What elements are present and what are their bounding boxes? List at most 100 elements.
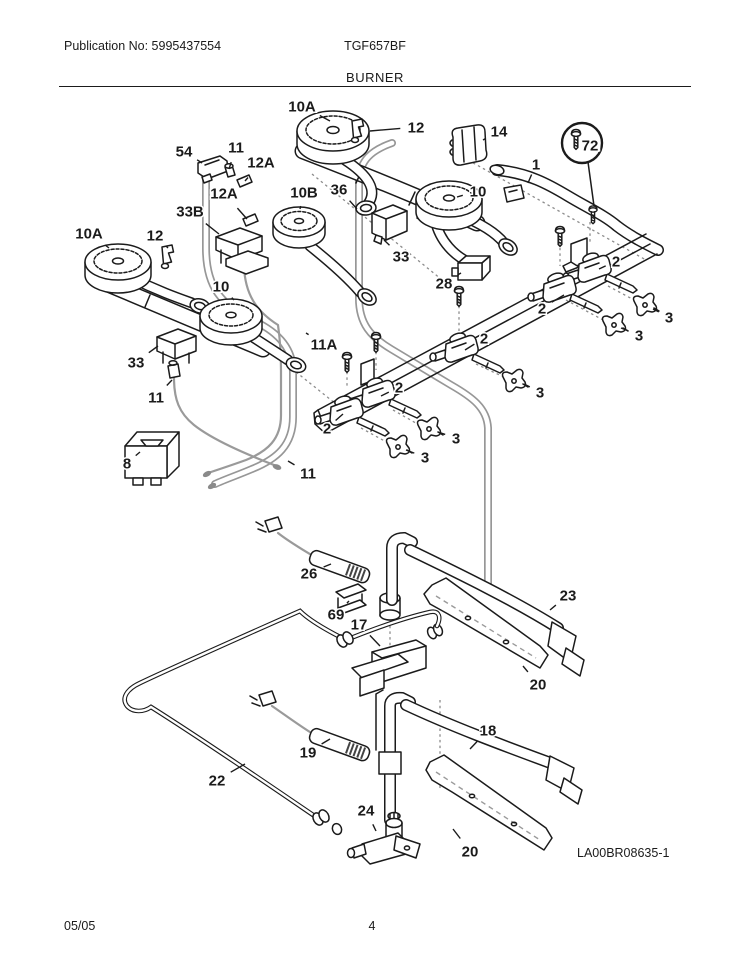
leader-line-3: [523, 383, 531, 388]
leader-line-54: [196, 159, 203, 164]
burner-baffle-20-upper: [423, 577, 549, 669]
part-label-1: 1: [532, 157, 540, 174]
oven-tube-18: [375, 689, 583, 826]
leader-line-33: [383, 239, 390, 246]
leader-line-2: [598, 265, 606, 270]
leader-line-11: [166, 379, 173, 386]
header-rule: [59, 86, 691, 87]
leader-line-8: [135, 451, 141, 457]
part-label-22: 22: [209, 773, 226, 790]
part-label-10: 10: [213, 279, 230, 296]
oven-valve-17: [351, 592, 444, 697]
part-label-11: 11: [300, 466, 316, 483]
part-label-54: 54: [176, 144, 193, 161]
publication-number: Publication No: 5995437554: [64, 39, 222, 53]
burner-assembly-top: [294, 110, 521, 278]
spark-module-8: [124, 431, 180, 486]
bracket-33-left: [156, 328, 197, 364]
part-label-28: 28: [436, 276, 453, 293]
bracket-54: [197, 155, 229, 184]
leader-line-2: [380, 391, 390, 397]
part-label-10A: 10A: [288, 99, 316, 116]
clip-12A-upper: [236, 174, 253, 188]
leader-line-18: [469, 741, 478, 750]
leader-line-17: [369, 634, 381, 647]
leader-line-36: [349, 200, 358, 210]
part-label-10: 10: [470, 184, 487, 201]
part-label-8: 8: [123, 456, 131, 473]
burner-head-10A-left: [84, 243, 152, 294]
leader-line-10A: [104, 244, 110, 249]
diagram-code: LA00BR08635-1: [577, 846, 669, 860]
part-label-23: 23: [560, 588, 577, 605]
part-label-12: 12: [408, 120, 425, 137]
leader-line-28: [457, 272, 462, 276]
leader-line-11A: [305, 332, 309, 336]
leader-line-10: [231, 297, 235, 301]
leader-line-20: [522, 665, 529, 673]
part-label-12: 12: [147, 228, 164, 245]
leader-line-3: [652, 308, 660, 313]
leader-line-33: [148, 345, 159, 354]
bracket-14: [449, 124, 488, 166]
clip-12A-lower: [242, 213, 259, 227]
part-label-10A: 10A: [75, 226, 103, 243]
part-label-33B: 33B: [176, 204, 204, 221]
page-title: BURNER: [346, 70, 404, 85]
part-label-72: 72: [582, 138, 599, 155]
part-label-3: 3: [635, 328, 643, 345]
part-label-3: 3: [536, 385, 544, 402]
part-label-10B: 10B: [290, 185, 318, 202]
leader-line-12: [369, 127, 401, 132]
leader-line-22: [230, 763, 246, 773]
leader-line-24: [372, 823, 377, 832]
part-label-20: 20: [530, 677, 547, 694]
leader-line-10A: [319, 114, 331, 122]
part-label-17: 17: [351, 617, 368, 634]
elbow-fitting-24: [346, 811, 421, 865]
leader-line-12A: [244, 177, 249, 182]
broil-ignitor-19: [249, 690, 371, 762]
part-label-12A: 12A: [247, 155, 275, 172]
burner-baffle-20-lower: [425, 754, 553, 851]
part-label-11A: 11A: [311, 337, 338, 354]
part-label-11: 11: [228, 140, 244, 157]
leader-line-19: [321, 738, 331, 745]
burner-assembly-left: [84, 243, 309, 376]
part-label-3: 3: [421, 450, 429, 467]
part-label-12A: 12A: [210, 186, 238, 203]
leader-line-3: [620, 327, 629, 332]
callout-72-text: 72: [583, 137, 600, 154]
valve-bracket-28: [451, 255, 491, 281]
part-label-2: 2: [538, 301, 546, 318]
burner-head-10-left: [199, 298, 263, 346]
leader-line-2: [551, 294, 565, 303]
leader-line-33B: [205, 223, 220, 235]
part-label-3: 3: [452, 431, 460, 448]
part-label-2: 2: [395, 380, 403, 397]
part-label-2: 2: [612, 254, 620, 271]
leader-line-23: [549, 604, 557, 611]
part-label-33: 33: [128, 355, 145, 372]
footer-date: 05/05: [64, 919, 96, 933]
leader-line-3: [405, 449, 415, 454]
leader-line-69: [346, 600, 350, 604]
bracket-33-top: [371, 204, 408, 245]
callout-circle-72: 72: [560, 121, 604, 207]
leader-line-11: [228, 161, 232, 170]
supply-pipe-1: [489, 164, 664, 256]
part-label-19: 19: [300, 745, 317, 762]
gas-tube-36: [355, 139, 492, 589]
leader-line-10: [456, 194, 463, 198]
part-label-33: 33: [393, 249, 410, 266]
leader-line-12A: [236, 207, 248, 220]
part-label-18: 18: [480, 723, 497, 740]
part-label-2: 2: [480, 331, 488, 348]
leader-line-14: [482, 137, 486, 141]
leader-line-12: [165, 245, 169, 249]
leader-line-10B: [299, 205, 302, 210]
part-label-14: 14: [491, 124, 508, 141]
orifice-holders-3: [385, 292, 660, 459]
